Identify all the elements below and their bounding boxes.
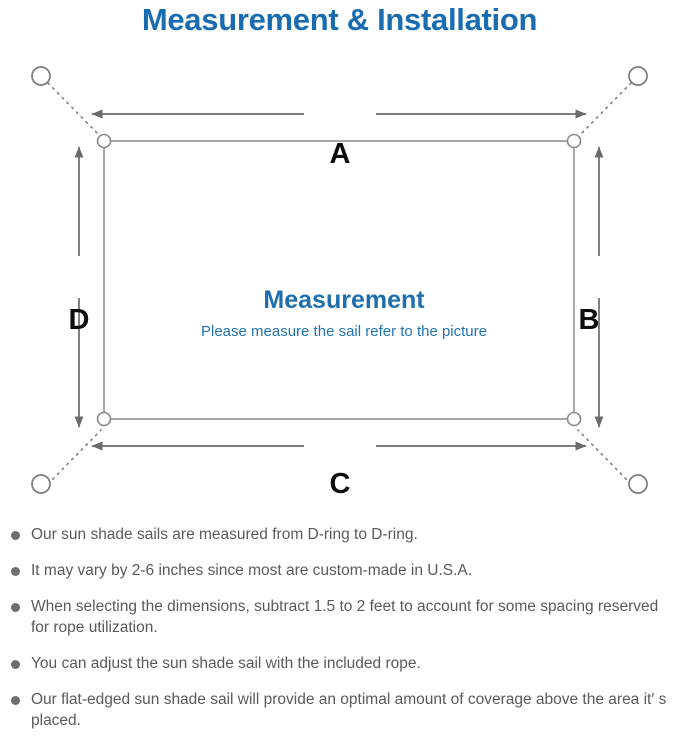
d-ring-bottom-right	[566, 411, 582, 427]
dimension-label-d: D	[68, 304, 90, 336]
dimension-label-b: B	[578, 304, 600, 336]
anchor-points	[31, 66, 648, 494]
rope-line-top-right	[577, 82, 632, 138]
rope-line-bottom-right	[577, 429, 632, 485]
sail-center-title: Measurement	[263, 286, 425, 314]
dimension-label-c: C	[329, 468, 351, 500]
rope-line-top-left	[47, 82, 102, 138]
list-item: You can adjust the sun shade sail with t…	[0, 653, 679, 674]
sail-body	[103, 140, 575, 420]
list-item: Our sun shade sails are measured from D-…	[0, 524, 679, 545]
bullet-icon	[11, 603, 20, 612]
list-item: Our flat-edged sun shade sail will provi…	[0, 689, 679, 731]
anchor-point-bottom-right	[628, 474, 648, 494]
page-title: Measurement & Installation	[141, 2, 538, 37]
sail-center-subtitle: Please measure the sail refer to the pic…	[201, 323, 487, 340]
rope-line-bottom-left	[47, 429, 102, 485]
list-item-text: When selecting the dimensions, subtract …	[31, 598, 659, 636]
measurement-diagram: A C D B Measurement Please measure the s…	[0, 48, 679, 518]
d-ring-top-left	[96, 133, 112, 149]
bullet-icon	[11, 567, 20, 576]
notes-list: Our sun shade sails are measured from D-…	[0, 524, 679, 731]
bullet-icon	[11, 696, 20, 705]
d-ring-top-right	[566, 133, 582, 149]
d-rings	[96, 133, 582, 427]
rope-lines	[47, 82, 632, 485]
dimension-label-a: A	[329, 138, 351, 170]
list-item-text: Our flat-edged sun shade sail will provi…	[31, 691, 667, 729]
anchor-point-top-left	[31, 66, 51, 86]
bullet-icon	[11, 660, 20, 669]
list-item-text: It may vary by 2-6 inches since most are…	[31, 562, 473, 579]
list-item: When selecting the dimensions, subtract …	[0, 596, 679, 638]
bullet-icon	[11, 531, 20, 540]
sail-center-caption: Measurement Please measure the sail refe…	[114, 284, 574, 342]
diagram-svg	[31, 66, 648, 494]
list-item-text: You can adjust the sun shade sail with t…	[31, 655, 421, 672]
list-item: It may vary by 2-6 inches since most are…	[0, 560, 679, 581]
anchor-point-top-right	[628, 66, 648, 86]
list-item-text: Our sun shade sails are measured from D-…	[31, 526, 418, 543]
anchor-point-bottom-left	[31, 474, 51, 494]
d-ring-bottom-left	[96, 411, 112, 427]
